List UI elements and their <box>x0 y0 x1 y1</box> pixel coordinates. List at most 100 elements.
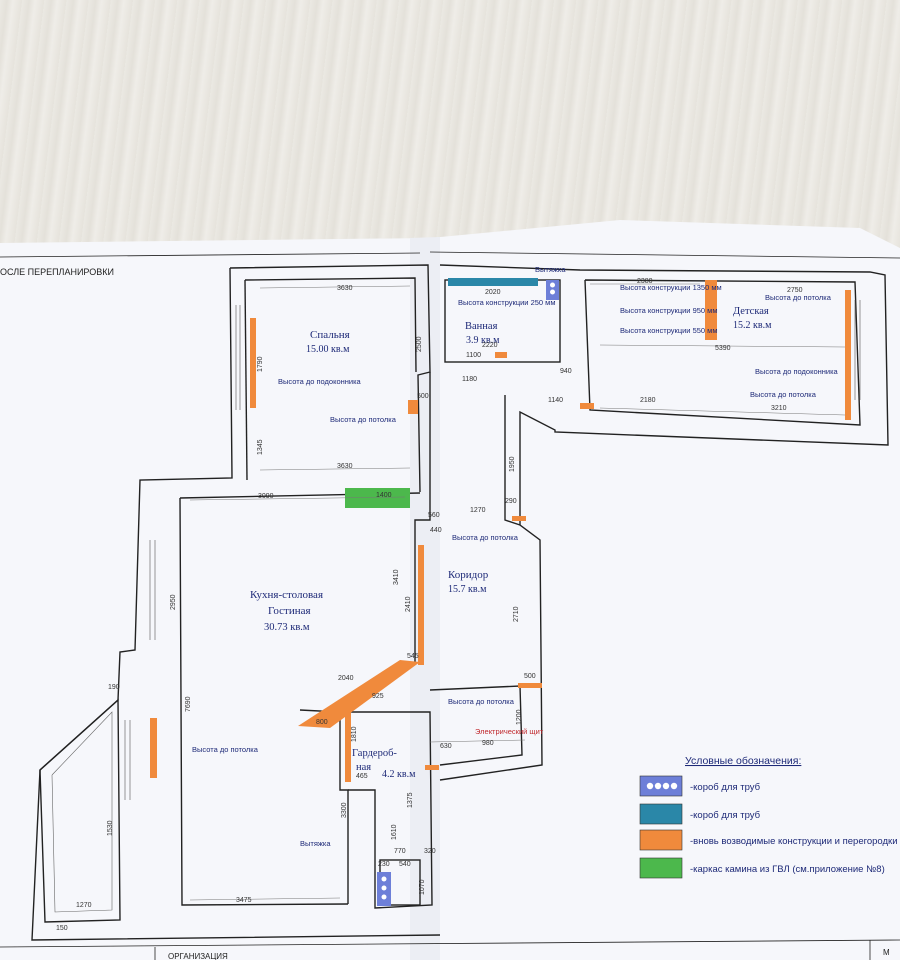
svg-text:1790: 1790 <box>257 356 264 372</box>
legend-item-new-partitions: -вновь возводимые конструкции и перегоро… <box>639 829 898 851</box>
orange-mark-bath <box>495 352 507 358</box>
note-ceiling-corridor-a: Высота до потолка <box>452 533 519 542</box>
note-ceiling-kitchen: Высота до потолка <box>192 745 259 754</box>
svg-text:465: 465 <box>356 773 368 780</box>
svg-text:630: 630 <box>440 743 452 750</box>
orange-partition-diagonal <box>298 660 420 728</box>
svg-text:545: 545 <box>407 653 419 660</box>
svg-text:1270: 1270 <box>76 902 92 909</box>
svg-text:1345: 1345 <box>257 439 264 455</box>
pipe-box-circles-wardrobe <box>377 872 391 906</box>
teal-box-icon <box>639 803 683 825</box>
svg-text:2180: 2180 <box>640 397 656 404</box>
svg-text:500: 500 <box>524 673 536 680</box>
note-vytyazhka-kitchen: Вытяжка <box>300 839 331 848</box>
frame-top-right <box>429 251 900 259</box>
note-ceiling-children-b: Высота до потолка <box>750 390 817 399</box>
svg-text:190: 190 <box>108 684 120 691</box>
orange-partition-corridor <box>418 545 424 665</box>
svg-text:2020: 2020 <box>485 289 501 296</box>
orange-mark-corridor-right-a <box>512 516 526 521</box>
room-children-area: 15.2 кв.м <box>733 320 772 331</box>
room-corridor-area: 15.7 кв.м <box>448 584 487 595</box>
svg-text:3630: 3630 <box>337 463 353 470</box>
outer-wall-left-bedroom <box>31 267 441 941</box>
svg-text:3630: 3630 <box>337 285 353 292</box>
svg-text:1530: 1530 <box>107 820 114 836</box>
loggia-outer <box>39 698 121 923</box>
svg-text:1100: 1100 <box>466 352 481 359</box>
svg-text:3090: 3090 <box>258 493 274 500</box>
svg-text:2040: 2040 <box>338 675 354 682</box>
dimension-values: 3630 3630 3090 1400 2020 2220 1100 1180 … <box>56 278 803 932</box>
svg-text:800: 800 <box>316 719 328 726</box>
svg-text:290: 290 <box>505 498 517 505</box>
svg-text:1950: 1950 <box>509 456 516 472</box>
svg-text:1400: 1400 <box>376 492 392 499</box>
orange-partition-wardrobe <box>345 712 351 782</box>
note-electric-panel: Электрический щит <box>475 727 544 736</box>
note-structure-1350: Высота конструкции 1350 мм <box>620 283 722 292</box>
note-ceiling-bedroom: Высота до потолка <box>330 415 397 424</box>
svg-text:1180: 1180 <box>462 376 477 383</box>
corridor-left-wall <box>414 372 431 665</box>
svg-text:2950: 2950 <box>170 594 177 610</box>
room-bedroom-name: Спальня <box>310 329 350 341</box>
orange-partition-children-a <box>705 280 717 340</box>
room-corridor-name: Коридор <box>448 569 489 581</box>
svg-text:1610: 1610 <box>391 824 398 840</box>
dimension-lines <box>189 283 846 901</box>
note-structure-950: Высота конструкции 950 мм <box>620 306 718 315</box>
svg-text:320: 320 <box>424 848 436 855</box>
orange-partition-bedroom-window <box>250 318 256 408</box>
orange-box-icon <box>639 829 683 851</box>
note-structure-550: Высота конструкции 550 мм <box>620 326 718 335</box>
svg-text:1140: 1140 <box>548 397 563 404</box>
room-kitchen-name2: Гостиная <box>268 605 311 617</box>
orange-mark-electric <box>425 765 439 770</box>
svg-text:925: 925 <box>372 693 384 700</box>
frame-top-left <box>0 252 421 258</box>
svg-text:3210: 3210 <box>771 405 787 412</box>
svg-text:540: 540 <box>399 861 411 868</box>
svg-text:1270: 1270 <box>470 507 486 514</box>
svg-text:3300: 3300 <box>341 802 348 818</box>
orange-partition-kitchen-window <box>150 718 157 778</box>
svg-text:230: 230 <box>378 861 390 868</box>
svg-text:1810: 1810 <box>351 726 358 742</box>
room-kitchen-name: Кухня-столовая <box>250 589 323 601</box>
orange-mark-corridor-top <box>580 403 594 409</box>
svg-text:1200: 1200 <box>516 709 523 725</box>
legend-item-pipe-teal: -короб для труб <box>639 803 761 825</box>
note-structure-250: Высота конструкции 250 мм <box>458 298 556 307</box>
room-wardrobe-name2: ная <box>356 762 371 773</box>
svg-text:1375: 1375 <box>407 792 414 808</box>
svg-text:500: 500 <box>417 393 429 400</box>
svg-text:150: 150 <box>56 925 68 932</box>
frame-bottom <box>0 939 900 948</box>
svg-text:3410: 3410 <box>393 569 400 585</box>
note-sill-height: Высота до подоконника <box>278 377 362 386</box>
paper-fold-shadow <box>410 237 440 960</box>
outer-wall-children <box>439 264 889 781</box>
note-vytyazhka-top: Вытяжка <box>535 265 566 274</box>
corridor-bottom <box>429 685 523 766</box>
svg-text:2750: 2750 <box>787 287 803 294</box>
svg-text:2220: 2220 <box>482 342 498 349</box>
room-wardrobe-area: 4.2 кв.м <box>382 769 416 780</box>
room-bath-name: Ванная <box>465 321 498 332</box>
svg-text:940: 940 <box>560 368 572 375</box>
svg-text:1070: 1070 <box>419 879 426 895</box>
room-bath-area: 3.9 кв.м <box>466 335 500 346</box>
orange-partition-children-b <box>845 290 851 420</box>
legend-label-4: -каркас камина из ГВЛ (см.приложение №8) <box>690 864 885 875</box>
inner-wall-left <box>244 279 248 481</box>
svg-text:980: 980 <box>482 740 494 747</box>
green-box-icon <box>639 857 683 879</box>
svg-text:770: 770 <box>394 848 406 855</box>
room-children-name: Детская <box>733 306 769 317</box>
pipe-box-circles-bath <box>546 280 559 300</box>
sheet-title: ОСЛЕ ПЕРЕПЛАНИРОВКИ <box>0 267 114 277</box>
wardrobe-walls <box>348 711 433 909</box>
